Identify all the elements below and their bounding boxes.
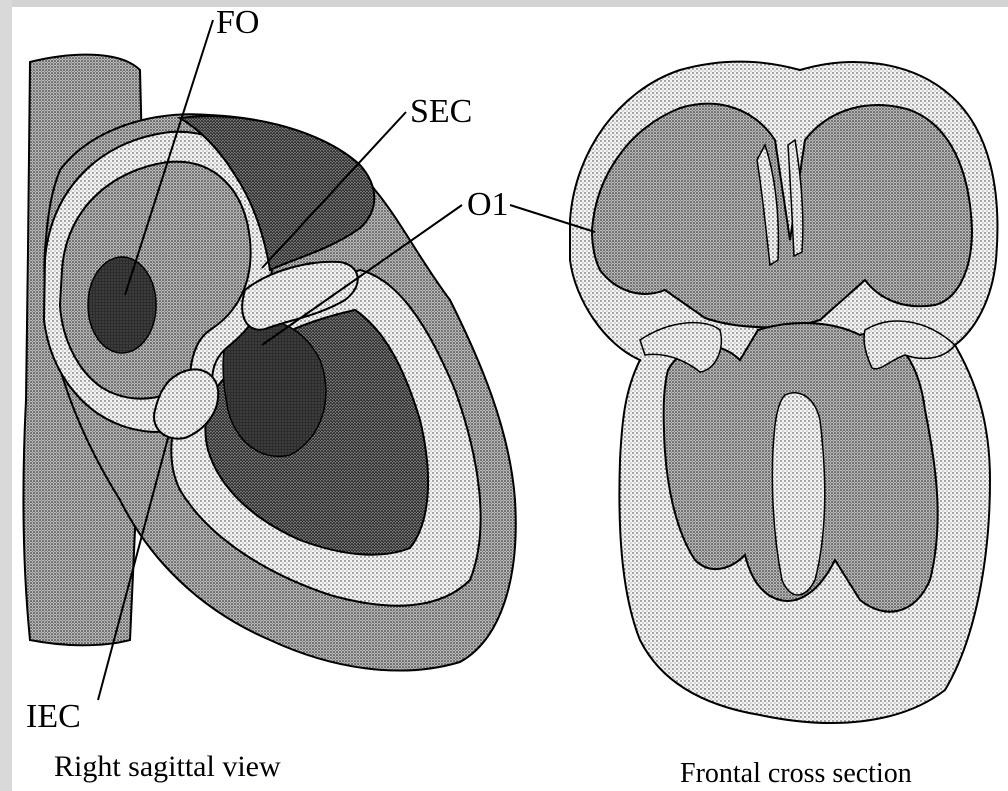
label-iec: IEC (26, 700, 81, 734)
label-o1: O1 (467, 188, 509, 222)
label-fo: FO (216, 6, 259, 40)
caption-sagittal-view: Right sagittal view (54, 752, 281, 782)
interventricular-septum (772, 393, 824, 595)
frontal-section-figure (510, 62, 997, 723)
label-sec: SEC (410, 95, 472, 129)
caption-frontal-section: Frontal cross section (680, 760, 912, 788)
foramen-ovale-opening (88, 257, 156, 353)
